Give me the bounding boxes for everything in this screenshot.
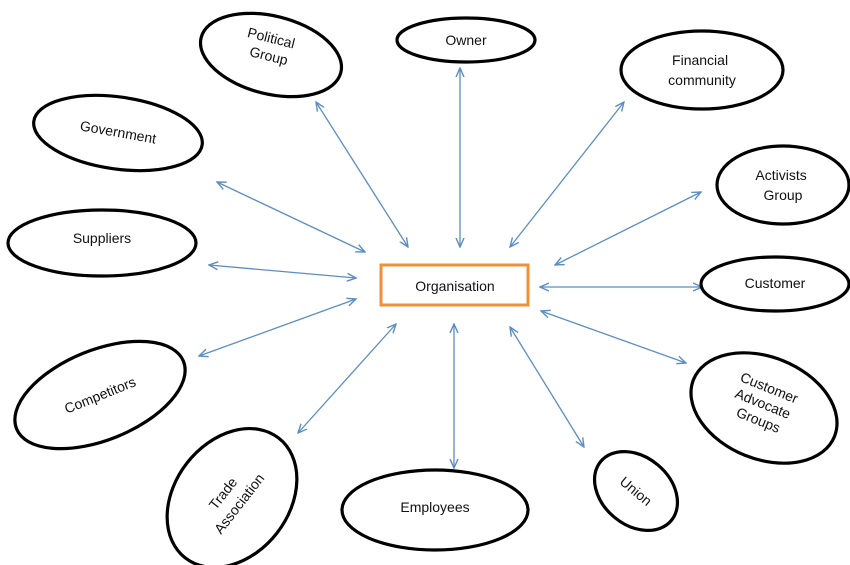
- suppliers-label: Suppliers: [73, 230, 131, 246]
- stakeholder-customer-advocate-groups: Customer Advocate Groups: [689, 351, 839, 465]
- stakeholder-political-group: Political Group: [198, 11, 344, 99]
- customer-ellipse: [699, 255, 850, 313]
- organisation-label: Organisation: [415, 278, 494, 294]
- owner-ellipse: [395, 16, 537, 64]
- owner-label: Owner: [445, 32, 487, 48]
- activists-group-ellipse: [715, 144, 850, 226]
- employees-ellipse: [340, 468, 530, 552]
- government-ellipse: [32, 93, 204, 173]
- stakeholder-trade-association: Trade Association: [165, 426, 299, 565]
- arrow-customer-advocate-groups: [541, 311, 686, 363]
- employees-label: Employees: [400, 499, 469, 515]
- stakeholder-employees: Employees: [340, 468, 530, 552]
- stakeholder-suppliers: Suppliers: [6, 208, 198, 278]
- stakeholder-activists-group: Activists Group: [715, 144, 850, 226]
- union-ellipse: [592, 449, 680, 533]
- arrow-government: [217, 182, 365, 252]
- stakeholder-government: Government: [32, 93, 204, 173]
- suppliers-ellipse: [6, 208, 198, 278]
- activists-group-label: Activists Group: [755, 167, 810, 203]
- arrow-competitors: [199, 299, 356, 356]
- arrow-suppliers: [209, 265, 356, 278]
- financial-community-label: Financial community: [668, 52, 736, 88]
- organisation-box: [379, 263, 530, 307]
- trade-association-ellipse: [165, 426, 299, 565]
- stakeholder-union: Union: [592, 449, 680, 533]
- arrow-trade-association: [298, 324, 396, 433]
- arrow-union: [510, 327, 584, 447]
- stakeholder-financial-community: Financial community: [619, 29, 785, 111]
- competitors-ellipse: [13, 339, 187, 451]
- stakeholder-competitors: Competitors: [13, 339, 187, 451]
- arrow-financial-community: [510, 102, 624, 247]
- stakeholder-owner: Owner: [395, 16, 537, 64]
- customer-advocate-groups-ellipse: [689, 351, 839, 465]
- connector-arrows: [199, 68, 702, 468]
- stakeholder-customer: Customer: [699, 255, 850, 313]
- organisation-node: Organisation: [379, 263, 530, 307]
- customer-advocate-groups-label: Customer Advocate Groups: [725, 369, 804, 440]
- customer-label: Customer: [745, 275, 806, 291]
- political-group-ellipse: [198, 11, 344, 99]
- arrow-activists-group: [555, 192, 701, 265]
- arrow-political-group: [316, 102, 408, 247]
- financial-community-ellipse: [619, 29, 785, 111]
